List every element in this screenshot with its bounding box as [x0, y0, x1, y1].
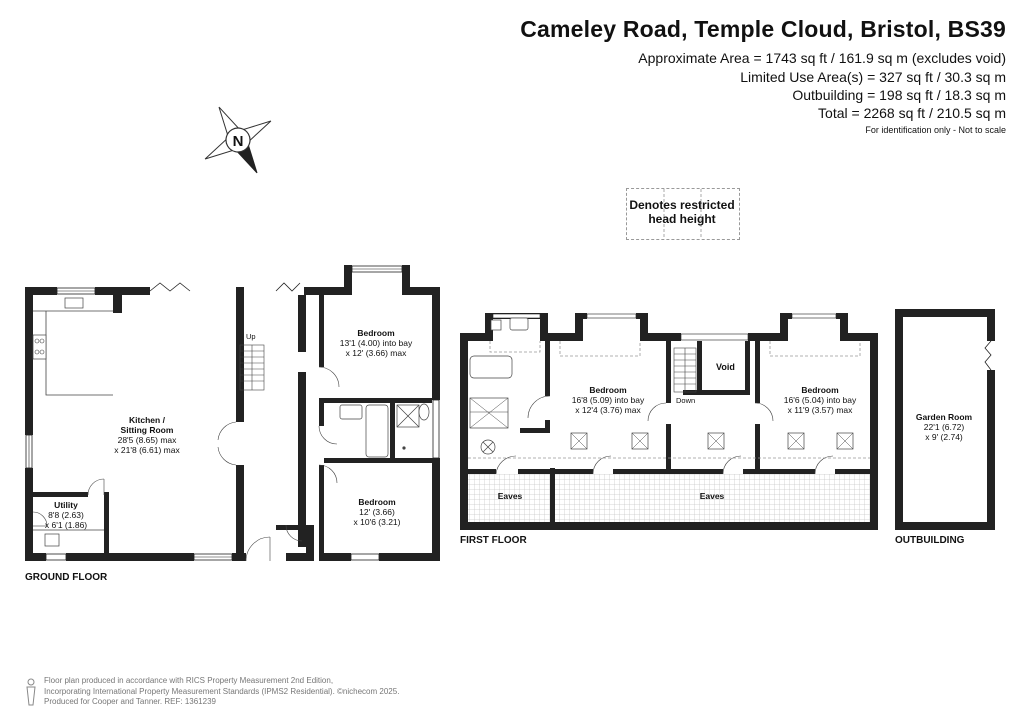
ground-floor-plan — [25, 265, 440, 562]
first-bedroom-1-dim-1: 16'8 (5.09) into bay — [571, 395, 645, 405]
first-bedroom-1-label: Bedroom 16'8 (5.09) into bay x 12'4 (3.7… — [572, 385, 645, 415]
outbuilding-area: Outbuilding = 198 sq ft / 18.3 sq m — [792, 87, 1006, 103]
total-area: Total = 2268 sq ft / 210.5 sq m — [818, 105, 1006, 121]
garden-room-label: Garden Room 22'1 (6.72) x 9' (2.74) — [916, 412, 972, 442]
first-bedroom-2-dim-2: x 11'9 (3.57) max — [787, 405, 853, 415]
kitchen-name-1: Kitchen / — [129, 415, 165, 425]
ground-bedroom-1-dim-1: 13'1 (4.00) into bay — [339, 338, 413, 348]
garden-room-dim-1: 22'1 (6.72) — [923, 422, 965, 432]
first-bedroom-1-dim-2: x 12'4 (3.76) max — [575, 405, 641, 415]
garden-room-dim-2: x 9' (2.74) — [925, 432, 963, 442]
first-floor-plan — [460, 313, 878, 530]
kitchen-name-2: Sitting Room — [120, 425, 174, 435]
stairs-up-label: Up — [246, 332, 256, 341]
kitchen-sitting-room-label: Kitchen / Sitting Room 28'5 (8.65) max x… — [114, 415, 179, 455]
ground-bedroom-1-name: Bedroom — [357, 328, 395, 338]
eaves-label-1: Eaves — [497, 491, 523, 501]
ground-bedroom-1-label: Bedroom 13'1 (4.00) into bay x 12' (3.66… — [340, 328, 413, 358]
page-title: Cameley Road, Temple Cloud, Bristol, BS3… — [520, 16, 1006, 42]
void-label: Void — [716, 362, 735, 372]
first-bedroom-1-name: Bedroom — [589, 385, 627, 395]
compass-icon: N — [204, 106, 272, 174]
utility-name: Utility — [54, 500, 78, 510]
compass-letter: N — [233, 133, 244, 150]
first-floor-label: FIRST FLOOR — [460, 535, 527, 546]
outbuilding-plan — [895, 309, 995, 530]
ground-bedroom-2-label: Bedroom 12' (3.66) x 10'6 (3.21) — [354, 497, 401, 527]
footer-line-3: Produced for Cooper and Tanner. REF: 136… — [44, 697, 216, 706]
footer-line-1: Floor plan produced in accordance with R… — [44, 676, 334, 685]
kitchen-dim-1: 28'5 (8.65) max — [117, 435, 177, 445]
kitchen-dim-2: x 21'8 (6.61) max — [114, 445, 180, 455]
person-icon — [26, 678, 36, 706]
identification-note: For identification only - Not to scale — [865, 125, 1006, 135]
utility-label: Utility 8'8 (2.63) x 6'1 (1.86) — [45, 500, 87, 530]
first-bedroom-2-dim-1: 16'6 (5.04) into bay — [783, 395, 857, 405]
first-bedroom-2-name: Bedroom — [801, 385, 839, 395]
restricted-height-legend — [626, 188, 740, 240]
first-bedroom-2-label: Bedroom 16'6 (5.04) into bay x 11'9 (3.5… — [784, 385, 857, 415]
utility-dim-1: 8'8 (2.63) — [48, 510, 84, 520]
legend-line-2: head height — [648, 212, 716, 226]
ground-bedroom-2-dim-1: 12' (3.66) — [359, 507, 395, 517]
ground-floor-label: GROUND FLOOR — [25, 572, 108, 583]
legend-text: Denotes restricted head height — [626, 198, 738, 226]
outbuilding-label: OUTBUILDING — [895, 535, 965, 546]
stairs-down-label: Down — [676, 396, 696, 405]
garden-room-name: Garden Room — [915, 412, 973, 422]
utility-dim-2: x 6'1 (1.86) — [44, 520, 88, 530]
approximate-area: Approximate Area = 1743 sq ft / 161.9 sq… — [638, 50, 1006, 66]
ground-bedroom-2-dim-2: x 10'6 (3.21) — [353, 517, 401, 527]
footer-line-2: Incorporating International Property Mea… — [44, 686, 400, 696]
limited-use-area: Limited Use Area(s) = 327 sq ft / 30.3 s… — [740, 69, 1006, 85]
ground-bedroom-2-name: Bedroom — [358, 497, 396, 507]
eaves-label-2: Eaves — [699, 491, 725, 501]
ground-bedroom-1-dim-2: x 12' (3.66) max — [345, 348, 407, 358]
legend-line-1: Denotes restricted — [629, 198, 735, 212]
footer-credits: Floor plan produced in accordance with R… — [44, 676, 399, 708]
